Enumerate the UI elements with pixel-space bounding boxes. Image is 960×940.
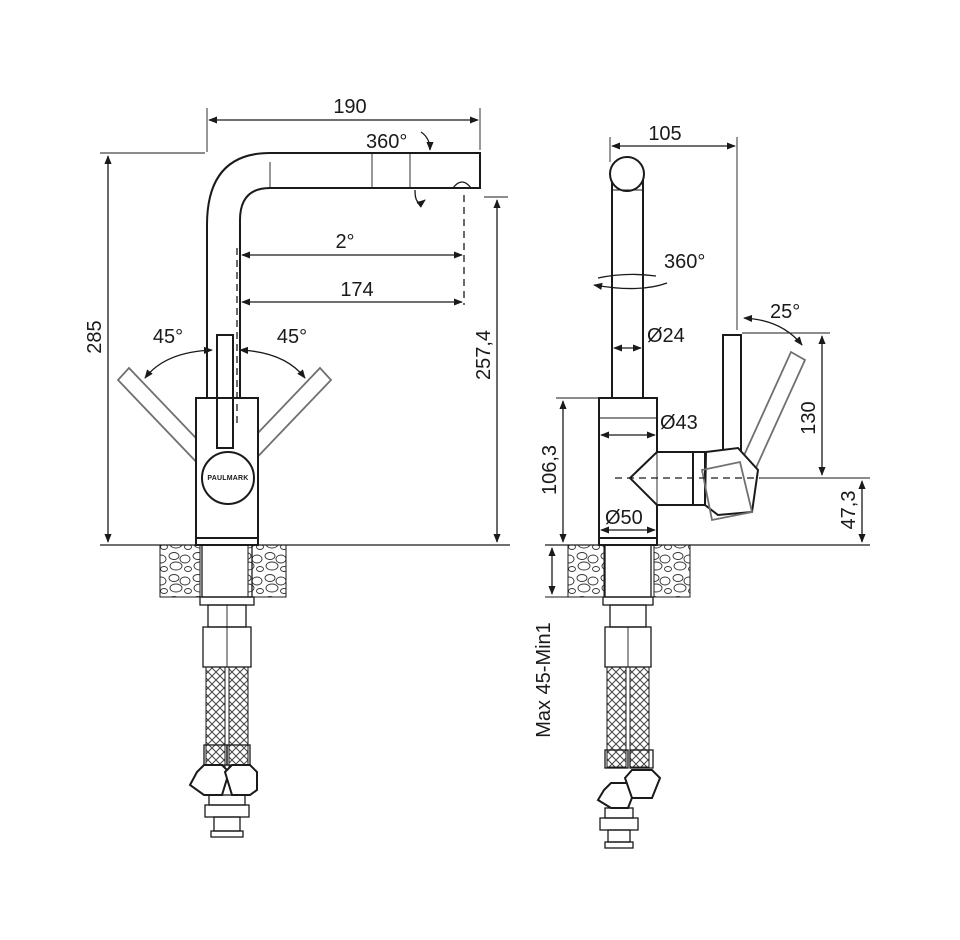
side-supply-hoses	[596, 666, 662, 849]
dim-47-3: 47,3	[838, 480, 866, 543]
dim-diameter-24: Ø24	[613, 325, 685, 352]
front-rotation-360: 360°	[366, 131, 434, 208]
brand-emblem	[201, 451, 255, 505]
dim-174: 174	[241, 279, 463, 306]
dim-105: 105	[609, 123, 738, 330]
svg-text:360°: 360°	[664, 251, 705, 273]
dim-2-degree: 2°	[241, 231, 463, 259]
dim-diameter-50: Ø50	[600, 507, 656, 534]
svg-text:45°: 45°	[153, 326, 183, 348]
svg-text:106,3: 106,3	[539, 445, 561, 495]
dim-diameter-43: Ø43	[600, 412, 698, 439]
side-lever-handle	[722, 334, 742, 466]
svg-text:2°: 2°	[335, 231, 354, 253]
side-rotation-360: 360°	[593, 251, 705, 290]
svg-text:Max 45-Min1: Max 45-Min1	[533, 622, 555, 738]
svg-text:Ø50: Ø50	[605, 507, 643, 529]
front-lever-angle-right: 45°	[239, 326, 307, 379]
svg-text:Ø43: Ø43	[660, 412, 698, 434]
side-spout	[611, 171, 644, 401]
dim-285: 285	[84, 152, 205, 543]
dim-190: 190	[206, 96, 481, 152]
dim-angle-25: 25°	[743, 301, 803, 346]
dim-130: 130	[742, 332, 870, 479]
countertop-stones	[159, 544, 287, 598]
side-lever-tilted	[739, 350, 807, 472]
side-view: 105 360° Ø24 Ø43 Ø50 106,3	[533, 123, 870, 849]
svg-text:285: 285	[84, 320, 106, 353]
front-supply-hoses	[188, 666, 258, 838]
svg-text:174: 174	[340, 279, 373, 301]
svg-text:360°: 360°	[366, 131, 407, 153]
svg-text:105: 105	[648, 123, 681, 145]
front-spout	[206, 152, 481, 421]
svg-text:Ø24: Ø24	[647, 325, 685, 347]
front-view: PAULMARK 1	[84, 96, 510, 838]
dim-106-3: 106,3	[539, 397, 598, 543]
svg-text:130: 130	[798, 401, 820, 434]
dim-mounting-range: Max 45-Min1	[533, 547, 605, 738]
svg-text:25°: 25°	[770, 301, 800, 323]
svg-text:257,4: 257,4	[473, 330, 495, 380]
brand-label: PAULMARK	[207, 475, 248, 482]
dim-257-4: 257,4	[473, 196, 508, 543]
svg-text:190: 190	[333, 96, 366, 118]
front-base-plate	[195, 537, 259, 546]
front-lever-angle-left: 45°	[144, 326, 213, 379]
svg-text:45°: 45°	[277, 326, 307, 348]
svg-text:47,3: 47,3	[838, 491, 860, 530]
side-countertop-stones	[567, 544, 691, 598]
